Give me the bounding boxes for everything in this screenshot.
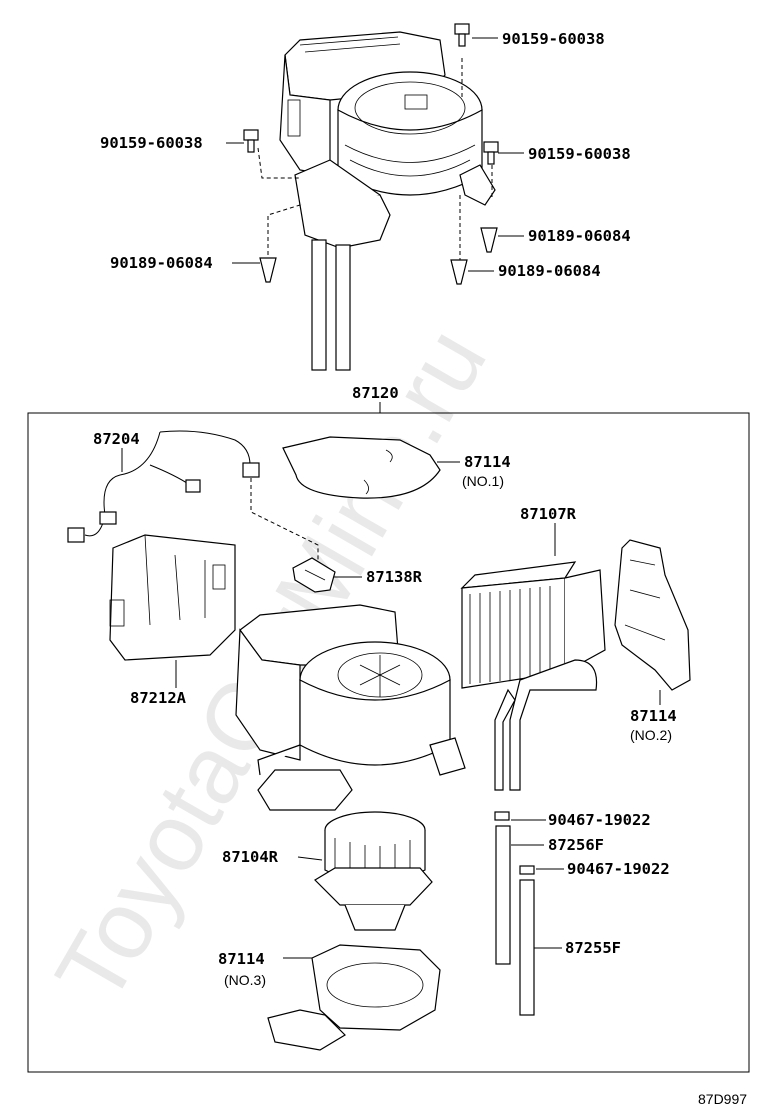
figure-id: 87D997 (698, 1091, 747, 1107)
callout-clip-90189-left: 90189-06084 (110, 254, 213, 272)
callout-bolt-90159-right: 90159-60038 (528, 145, 631, 163)
bolt-icon (454, 23, 470, 47)
callout-bolt-90159-left: 90159-60038 (100, 134, 203, 152)
top-blower-unit-illustration (243, 23, 499, 371)
callout-case-no1-note: (NO.1) (462, 473, 504, 489)
callout-resistor: 87138R (366, 568, 423, 586)
callout-case-no3-note: (NO.3) (224, 972, 266, 988)
callout-blower-motor: 87104R (222, 848, 279, 866)
callout-clip-90189-right-lower: 90189-06084 (498, 262, 601, 280)
callout-hose-upper: 87256F (548, 836, 604, 854)
resistor-illustration (292, 557, 336, 593)
callout-hose-lower: 87255F (565, 939, 621, 957)
blower-motor-illustration (314, 811, 433, 931)
assembly-frame (27, 412, 750, 1073)
callout-case-no3: 87114 (218, 950, 265, 968)
callout-clamp-lower: 90467-19022 (567, 860, 670, 878)
bolt-icon (483, 141, 499, 165)
bolt-icon (243, 129, 259, 153)
case-no2-illustration (614, 539, 691, 691)
callout-case-no2: 87114 (630, 707, 677, 725)
clip-icon (450, 259, 468, 285)
wire-harness-illustration (67, 430, 260, 543)
blower-unit-body-illustration (235, 604, 466, 811)
callout-case-no2-note: (NO.2) (630, 727, 672, 743)
assembly-number-label: 87120 (352, 384, 399, 402)
callout-wire-harness: 87204 (93, 430, 140, 448)
clip-icon (259, 257, 277, 283)
hose-clamp-illustration (494, 811, 535, 1016)
radiator-illustration (460, 561, 606, 791)
callout-case-no1: 87114 (464, 453, 511, 471)
callout-cover: 87212A (130, 689, 187, 707)
case-no3-illustration (267, 944, 441, 1051)
case-no1-illustration (282, 436, 441, 499)
callout-clip-90189-right-upper: 90189-06084 (528, 227, 631, 245)
cover-illustration (109, 534, 236, 661)
callout-radiator: 87107R (520, 505, 577, 523)
callout-clamp-upper: 90467-19022 (548, 811, 651, 829)
callout-bolt-90159-top: 90159-60038 (502, 30, 605, 48)
clip-icon (480, 227, 498, 253)
